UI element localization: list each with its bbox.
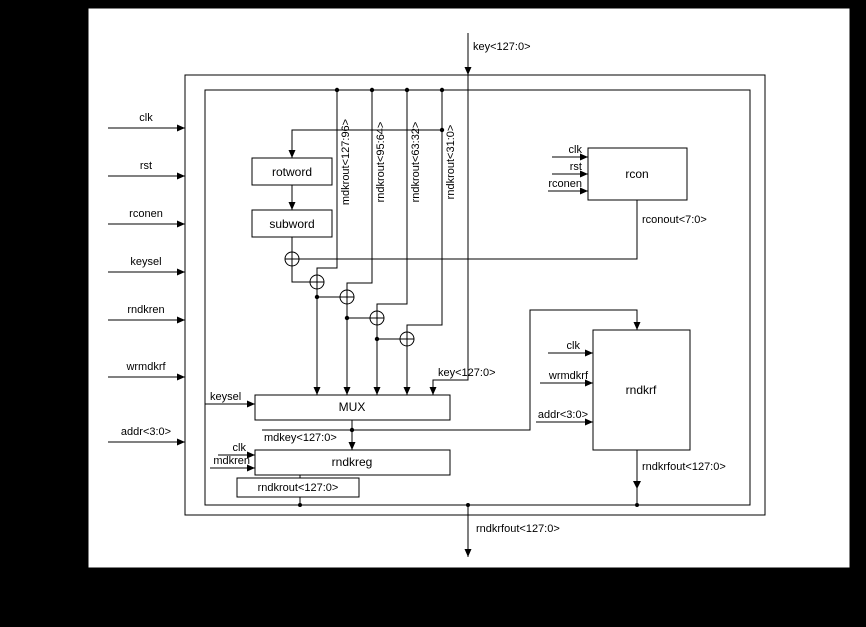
rndkreg-label: rndkreg [332, 455, 373, 469]
xor5-gate [399, 331, 415, 347]
left-input-clk-label: clk [139, 112, 153, 124]
mux-label: MUX [339, 400, 366, 414]
rotword-input-wire [288, 129, 442, 158]
rcon-clk-label: clk [569, 144, 583, 156]
rndkrfout-inner-label: rndkrfout<127:0> [642, 461, 726, 473]
subword-label: subword [269, 217, 314, 231]
key-top-label: key<127:0> [473, 41, 531, 53]
junction-dots [298, 87, 639, 507]
rndkrout-label: rndkrout<127:0> [258, 482, 339, 494]
rndkrf-clk-label: clk [567, 340, 581, 352]
mux-key-label: key<127:0> [438, 367, 496, 379]
left-input-addr-label: addr<3:0> [121, 426, 171, 438]
rndkrf-output-arrowhead [633, 481, 641, 489]
rcon-label: rcon [625, 167, 648, 181]
xor4-gate [369, 310, 385, 326]
rotword-label: rotword [272, 165, 312, 179]
wires [291, 90, 638, 515]
xor2-gate [309, 274, 325, 290]
xor-gates [284, 251, 415, 347]
rndkreg-mdkren-label: mdkren [213, 455, 250, 467]
mdkey-to-rndkrf-wire [262, 309, 641, 431]
bus-tap-label-3: rndkrout<31:0> [445, 125, 457, 200]
mux-keysel-label: keysel [210, 391, 241, 403]
xor1-gate [284, 251, 300, 267]
rndkreg-block [254, 449, 451, 476]
mdkey-label: mdkey<127:0> [264, 432, 337, 444]
rcon-rconen-label: rconen [548, 178, 582, 190]
bus-tap-label-2: rndkrout<63:32> [410, 122, 422, 203]
left-input-rndkren-label: rndkren [127, 304, 164, 316]
mux-block [254, 394, 451, 421]
left-input-keysel-label: keysel [130, 256, 161, 268]
bus-tap-label-0: mdkrout<127:96> [340, 119, 352, 205]
rndkrf-label: rndkrf [626, 383, 657, 397]
subword-block [251, 209, 333, 238]
rndkrf-wrmdkrf-label: wrmdkrf [548, 370, 589, 382]
rcon-rst-label: rst [570, 161, 582, 173]
rcon-block [587, 147, 688, 201]
rndkrf-addr-label: addr<3:0> [538, 409, 588, 421]
left-input-rst-label: rst [140, 160, 152, 172]
key-to-mux-wire [429, 75, 469, 395]
arrow-wires [108, 33, 641, 557]
rconout-label: rconout<7:0> [642, 214, 707, 226]
rndkrout-label-box [236, 477, 360, 498]
feedback-loop-wire [204, 89, 751, 506]
rndkrf-block [592, 329, 691, 451]
bus-tap-label-1: rndkrout<95:64> [375, 122, 387, 203]
xor3-gate [339, 289, 355, 305]
rotword-block [251, 157, 333, 186]
left-input-wrmdkrf-label: wrmdkrf [125, 361, 166, 373]
left-input-rconen-label: rconen [129, 208, 163, 220]
rndkreg-clk-label: clk [233, 442, 247, 454]
rndkrfout-bottom-label: rndkrfout<127:0> [476, 523, 560, 535]
